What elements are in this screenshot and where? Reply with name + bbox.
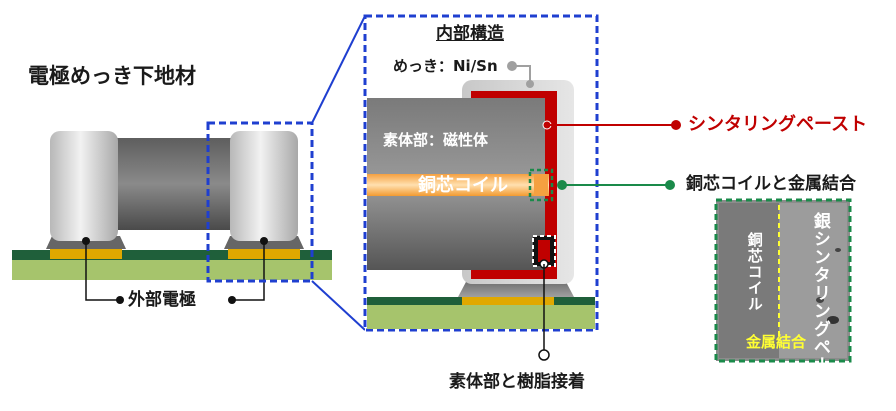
solder-pad [462,295,554,305]
page-title: 電極めっき下地材 [28,64,196,88]
sintering-paste-label: シンタリングペースト [688,114,868,135]
resin-bond-inner [538,240,550,262]
copper-coil-label: 銅芯コイル [418,175,508,196]
zoom-connector-top [311,15,366,124]
pcb-substrate [12,260,332,280]
leader-dot [116,296,124,304]
internal-structure-title: 内部構造 [436,24,504,44]
micrograph-silver-label: 銀シンタリングペースト [809,212,830,410]
pcb-dark-layer [12,250,332,260]
micrograph-void [827,316,839,324]
zoom-box-small [206,121,314,283]
external-electrode-label: 外部電極 [128,290,196,310]
zoom-connector-bottom [311,280,366,331]
electrode-leader [85,241,120,301]
plating-label: めっき：Ni/Sn [393,57,498,75]
magnetic-body [112,138,236,230]
plating-leader-end [526,80,534,88]
resin-leader-end [538,349,550,361]
micrograph-coil-label: 銅芯コイル [745,232,764,312]
micrograph-silver-region [779,203,847,358]
internal-structure-view [363,14,681,361]
electrode-leader [232,241,265,301]
plating-leader [512,65,531,82]
component-side-view [12,15,366,331]
micrograph-void [816,297,824,303]
pcb-substrate [367,305,595,329]
copper-coil [367,174,549,196]
terminal-pedestal [458,280,574,297]
sintering-leader-end [671,120,681,130]
copper-metal-bond-label: 銅芯コイルと金属結合 [686,174,856,194]
external-electrode-right [230,131,298,241]
leader-dot [228,296,236,304]
body-resin-bond-label: 素体部と樹脂接着 [449,372,585,392]
micrograph-void [835,248,841,252]
micrograph-panel [714,198,852,363]
coil-bond-fill [534,174,548,196]
body-material-label: 素体部：磁性体 [383,131,489,149]
coil-bond-point [528,168,554,202]
micrograph-bond-label: 金属結合 [746,333,807,351]
external-electrode-left [50,131,118,241]
micrograph-copper-region [719,203,779,358]
copper-bond-leader-end [665,180,675,190]
